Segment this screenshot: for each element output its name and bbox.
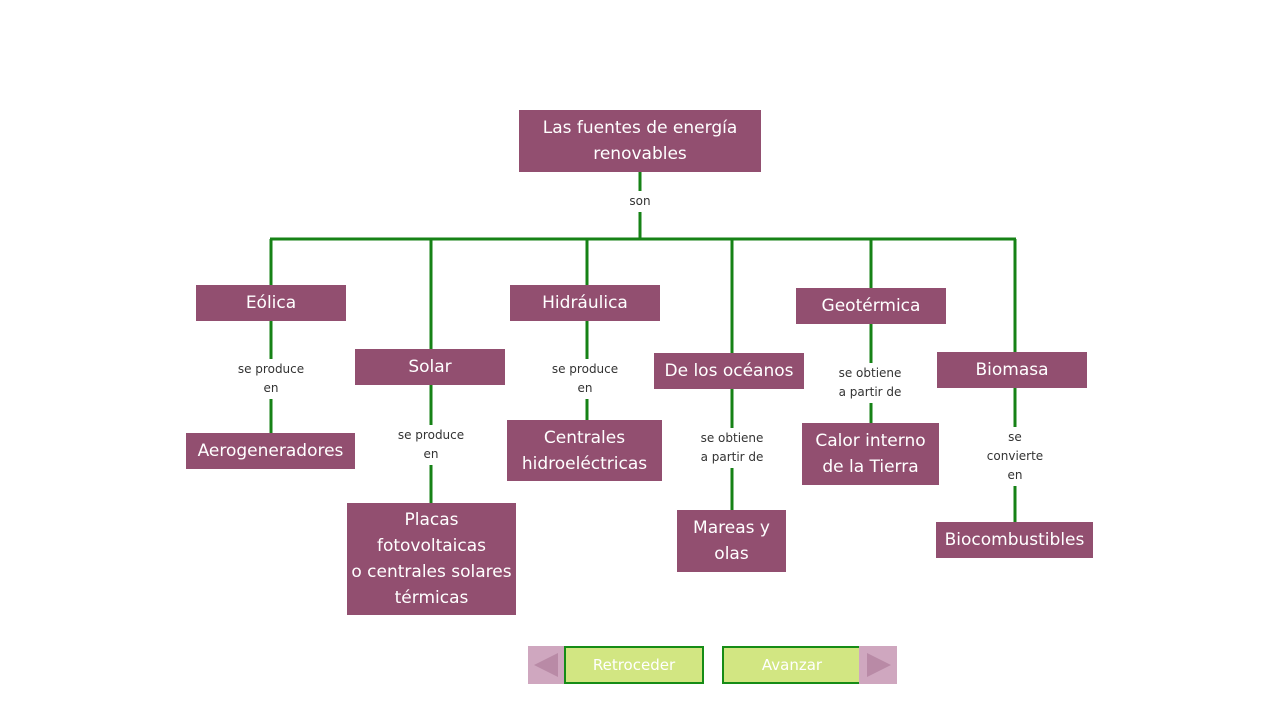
back-button[interactable]: Retroceder: [564, 646, 704, 684]
right-arrow-icon: [867, 653, 891, 677]
result-aerogeneradores: Aerogeneradores: [186, 433, 355, 469]
result-placas-fotovoltaicas: Placas fotovoltaicas o centrales solares…: [347, 503, 516, 615]
connector-label-hidraulica: se produce en: [549, 359, 621, 399]
connector-label-biomasa: se convierte en: [984, 427, 1046, 486]
source-geotermica: Geotérmica: [796, 288, 946, 324]
root-connector-label: son: [627, 191, 653, 212]
result-biocombustibles: Biocombustibles: [936, 522, 1093, 558]
root-node: Las fuentes de energía renovables: [519, 110, 761, 172]
result-calor-interno: Calor interno de la Tierra: [802, 423, 939, 485]
forward-button[interactable]: Avanzar: [722, 646, 862, 684]
connector-label-solar: se produce en: [395, 425, 467, 465]
source-hidraulica: Hidráulica: [510, 285, 660, 321]
source-solar: Solar: [355, 349, 505, 385]
connector-label-oceanos: se obtiene a partir de: [698, 428, 766, 468]
connector-label-eolica: se produce en: [235, 359, 307, 399]
left-arrow-icon: [534, 653, 558, 677]
result-mareas-olas: Mareas y olas: [677, 510, 786, 572]
result-centrales-hidroelectricas: Centrales hidroeléctricas: [507, 420, 662, 481]
back-arrow-button[interactable]: [528, 646, 566, 684]
connector-label-geotermica: se obtiene a partir de: [836, 363, 904, 403]
source-eolica: Eólica: [196, 285, 346, 321]
source-oceanos: De los océanos: [654, 353, 804, 389]
forward-arrow-button[interactable]: [859, 646, 897, 684]
source-biomasa: Biomasa: [937, 352, 1087, 388]
